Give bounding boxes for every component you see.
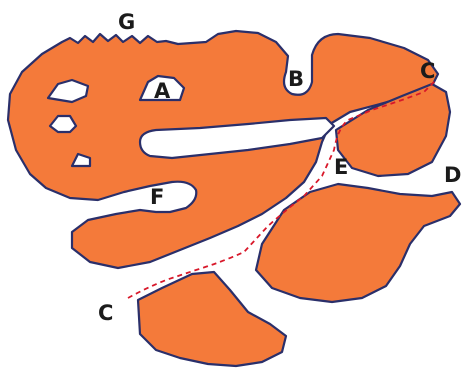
label-e: E xyxy=(334,155,348,179)
label-f: F xyxy=(150,185,164,209)
southeast-landmass xyxy=(256,184,460,302)
label-g: G xyxy=(118,10,135,34)
label-c-top: C xyxy=(420,59,435,83)
south-island xyxy=(138,272,286,366)
label-a: A xyxy=(154,79,171,103)
label-b: B xyxy=(288,67,304,91)
label-c-bottom: C xyxy=(98,301,113,325)
label-d: D xyxy=(444,163,461,187)
